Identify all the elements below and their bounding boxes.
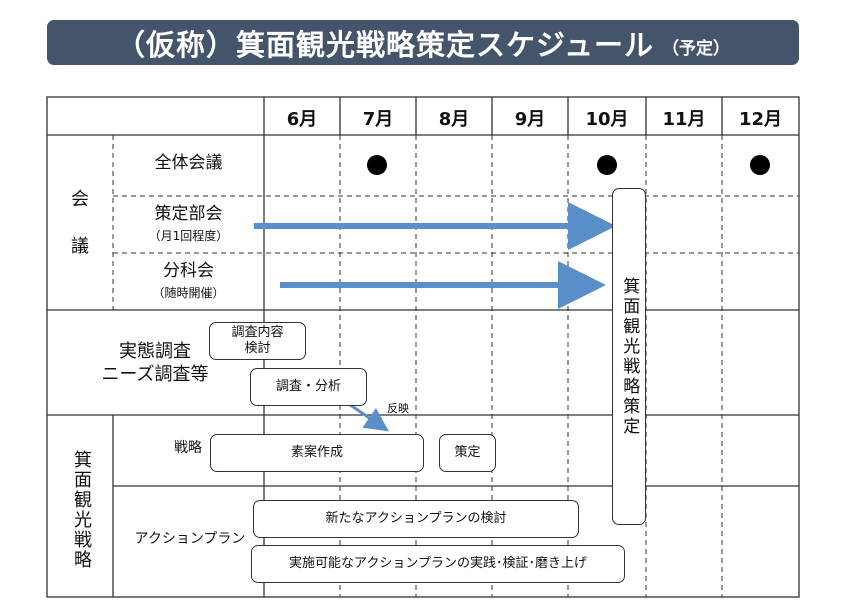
reflect-note: 反映: [387, 402, 409, 415]
row-label-subcommittee: 分科会: [163, 261, 214, 281]
reflect-arrow: [345, 400, 389, 432]
row-label-committee: 策定部会: [154, 204, 223, 224]
month-header-10: 10月: [585, 109, 629, 130]
task-research-analysis: 調査・分析: [250, 368, 367, 406]
row-label-general-meeting: 全体会議: [154, 153, 223, 173]
row-note-committee: （月1回程度）: [148, 229, 229, 243]
month-header-12: 12月: [738, 109, 783, 130]
task-new-action-plan: 新たなアクションプランの検討: [253, 500, 579, 538]
month-header-8: 8月: [438, 109, 470, 130]
task-implement: 実施可能なアクションプランの実践･検証･磨き上げ: [251, 545, 625, 583]
page-subtitle: （予定）: [661, 39, 730, 59]
row-label-strategy: 戦略: [174, 440, 202, 456]
meeting-marker-october: [597, 155, 617, 175]
group-label-strategy: 箕面観光戦略: [71, 450, 92, 570]
month-header-6: 6月: [286, 109, 318, 130]
group-label-meetings: 会 議: [71, 189, 89, 257]
meeting-marker-july: [367, 155, 387, 175]
task-strategy-formulation: 箕面観光戦略策定: [612, 188, 646, 525]
row-label-action-plan: アクションプラン: [134, 531, 246, 547]
table-border: [46, 96, 800, 598]
task-finalize: 策定: [439, 434, 496, 472]
task-draft: 素案作成: [210, 434, 424, 472]
meeting-marker-december: [750, 155, 770, 175]
row-note-subcommittee: （随時開催）: [152, 286, 225, 300]
month-header-9: 9月: [514, 109, 546, 130]
month-header-7: 7月: [362, 109, 394, 130]
task-survey-content: 調査内容 検討: [209, 322, 306, 360]
page-title: （仮称）箕面観光戦略策定スケジュール: [116, 27, 654, 62]
month-header-11: 11月: [662, 109, 706, 130]
title-banner: （仮称）箕面観光戦略策定スケジュール （予定）: [47, 20, 799, 65]
row-label-survey: 実態調査 ニーズ調査等: [101, 341, 209, 386]
